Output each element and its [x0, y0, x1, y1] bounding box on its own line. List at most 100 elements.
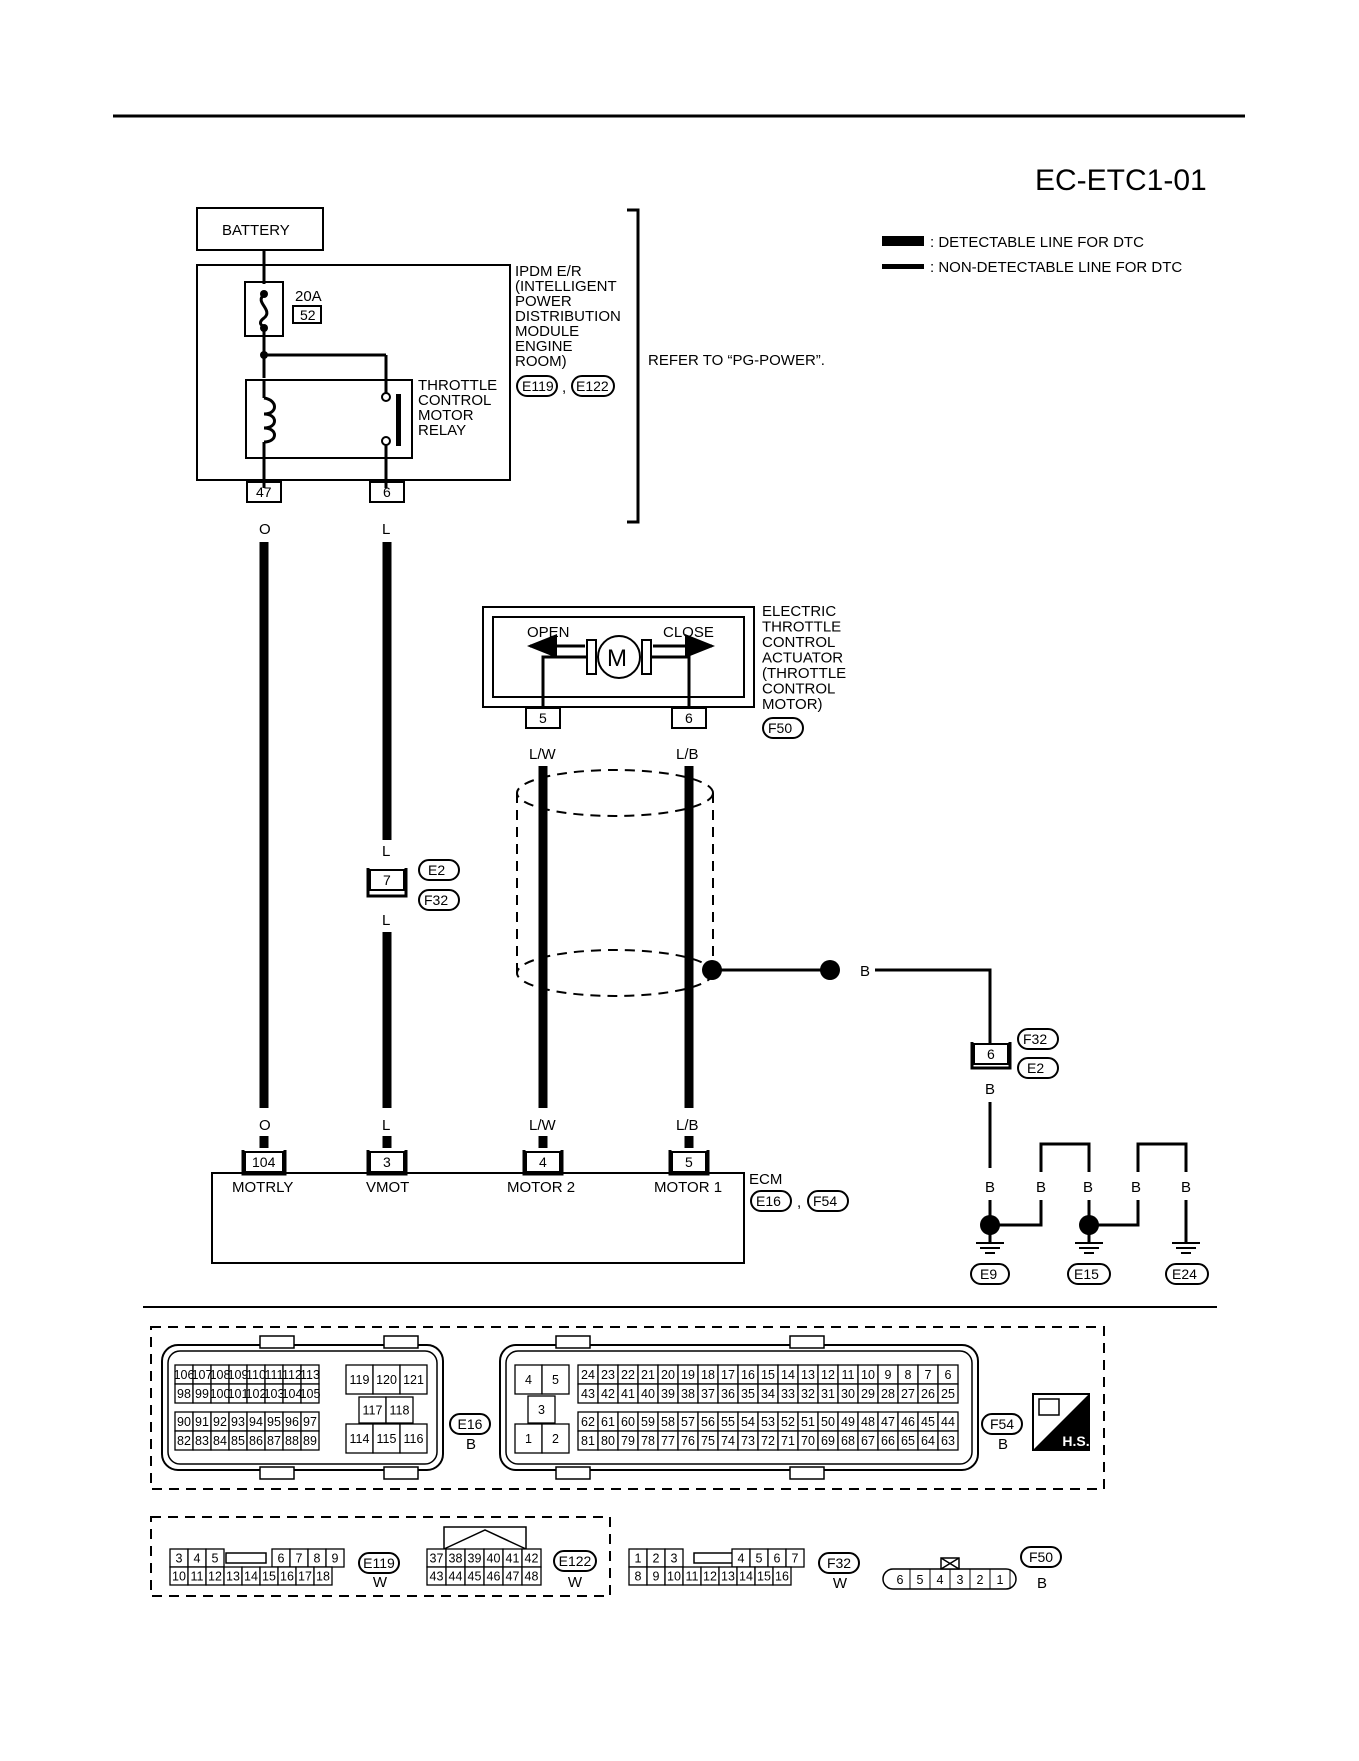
pin-number: 26: [921, 1387, 935, 1401]
pin-number: 1: [635, 1552, 642, 1566]
svg-text:B: B: [1131, 1179, 1141, 1196]
actuator-pin-6: 6: [685, 710, 693, 726]
ecm-pin-3: 3: [383, 1154, 391, 1170]
pin-number: 78: [641, 1434, 655, 1448]
pin-number: 71: [781, 1434, 795, 1448]
diagram-id: EC-ETC1-01: [1035, 164, 1207, 197]
pin-number: 118: [390, 1404, 410, 1418]
ground-joint-conn-e2: E2: [1027, 1060, 1044, 1076]
pin-number: 17: [298, 1570, 312, 1584]
ground-e9: E9: [980, 1266, 997, 1282]
pin-number: 10: [172, 1570, 186, 1584]
pin-number: 79: [621, 1434, 635, 1448]
pin-number: 2: [552, 1432, 559, 1446]
pin-number: 49: [841, 1415, 855, 1429]
pin-number: 120: [376, 1373, 397, 1387]
pin-number: 40: [641, 1387, 655, 1401]
pin-number: 7: [296, 1552, 303, 1566]
e16-latch: [383, 1466, 419, 1480]
pin-number: 18: [701, 1368, 715, 1382]
pin-number: 31: [821, 1387, 835, 1401]
pin-number: 116: [404, 1432, 424, 1446]
actuator-inner: [492, 616, 745, 698]
pin-cell: [358, 1396, 387, 1424]
ecm-pin-motor2: MOTOR 2: [507, 1179, 575, 1196]
joint-conn-e2: E2: [428, 862, 445, 878]
hs-badge-text: H.S.: [1062, 1433, 1089, 1449]
pin-number: 83: [195, 1434, 209, 1448]
f50-pin: 5: [917, 1573, 924, 1587]
pin-number: 5: [552, 1373, 559, 1387]
pin-number: 15: [761, 1368, 775, 1382]
pin-number: 38: [449, 1552, 463, 1566]
e122-view-color: W: [568, 1574, 583, 1591]
pin-number: 80: [601, 1434, 615, 1448]
pin-number: 51: [801, 1415, 815, 1429]
joint-pin: 7: [383, 872, 391, 888]
pin-number: 77: [661, 1434, 675, 1448]
e122-view-label: E122: [559, 1553, 592, 1569]
pin-cell: [521, 1566, 542, 1586]
ipdm-pin-47-color: O: [259, 521, 271, 538]
pin-number: 21: [641, 1368, 655, 1382]
pin-number: 5: [756, 1552, 763, 1566]
f32-view-color: W: [833, 1575, 848, 1592]
pin-number: 11: [842, 1368, 855, 1382]
pin-number: 39: [661, 1387, 675, 1401]
pin-number: 4: [738, 1552, 745, 1566]
pin-number: 109: [228, 1368, 249, 1382]
pin-number: 46: [487, 1570, 501, 1584]
pin-number: 81: [581, 1434, 595, 1448]
pin-number: 115: [377, 1432, 397, 1446]
legend: : DETECTABLE LINE FOR DTC : NON-DETECTAB…: [882, 234, 1182, 276]
ipdm-pin-47: 47: [256, 484, 272, 500]
pin-cell: [325, 1548, 345, 1568]
pin-cell: [300, 1383, 320, 1404]
pin-number: 8: [905, 1368, 912, 1382]
pin-number: 24: [581, 1368, 595, 1382]
actuator-connector: F50: [768, 720, 792, 736]
pin-number: 99: [195, 1387, 209, 1401]
pin-number: 16: [775, 1570, 789, 1584]
e119-view-label-oval: [358, 1552, 400, 1574]
pin-number: 102: [246, 1387, 267, 1401]
pin-number: 117: [363, 1404, 383, 1418]
pin-number: 114: [350, 1432, 370, 1446]
pin-number: 15: [262, 1570, 276, 1584]
ipdm-connector-frame: [150, 1516, 611, 1597]
pin-number: 70: [801, 1434, 815, 1448]
e119-key: [225, 1552, 267, 1564]
pin-number: 16: [280, 1570, 294, 1584]
e16-view-label-oval: [449, 1413, 491, 1435]
pin-number: 48: [861, 1415, 875, 1429]
svg-text:B: B: [1181, 1179, 1191, 1196]
e119-view-color: W: [373, 1574, 388, 1591]
ground-joint-pin: 6: [987, 1046, 995, 1062]
svg-text:B: B: [985, 1179, 995, 1196]
ecm-label: ECM: [749, 1171, 782, 1188]
pin-number: 107: [192, 1368, 213, 1382]
pin-number: 61: [601, 1415, 615, 1429]
legend-nondetectable-swatch: [882, 264, 924, 269]
pin-number: 18: [316, 1570, 330, 1584]
pin-number: 37: [430, 1552, 444, 1566]
pin-number: 34: [761, 1387, 775, 1401]
pin-cell: [399, 1423, 428, 1454]
pin-number: 36: [721, 1387, 735, 1401]
ecm-pin-4: 4: [539, 1154, 547, 1170]
pin-number: 73: [741, 1434, 755, 1448]
pin-number: 101: [228, 1387, 249, 1401]
pin-number: 9: [332, 1552, 339, 1566]
ecm-conn-f54: F54: [813, 1193, 837, 1209]
refer-text: REFER TO “PG-POWER”.: [648, 352, 825, 369]
pin-number: 100: [210, 1387, 231, 1401]
f54-housing-inner: [505, 1350, 973, 1465]
e16-latch: [259, 1466, 295, 1480]
f50-pin: 1: [997, 1573, 1004, 1587]
pin-number: 108: [210, 1368, 231, 1382]
pin-number: 33: [781, 1387, 795, 1401]
pin-number: 68: [841, 1434, 855, 1448]
pin-number: 43: [430, 1570, 444, 1584]
pin-number: 20: [661, 1368, 675, 1382]
pin-number: 14: [739, 1570, 753, 1584]
